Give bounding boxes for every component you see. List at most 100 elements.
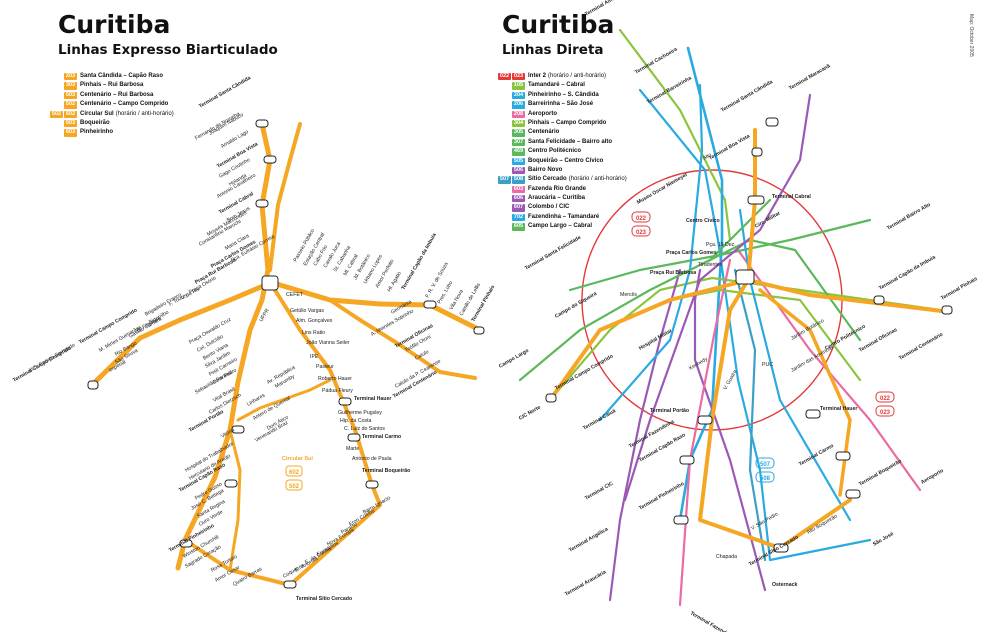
line-santa-candida-capao-raso bbox=[175, 121, 273, 571]
map-title: Curitiba bbox=[502, 10, 615, 39]
terminal-pinhais-marker bbox=[473, 326, 485, 335]
legend-item-label: Boqueirão – Centro Cívico bbox=[528, 157, 604, 164]
line-code-badge: 503 bbox=[64, 91, 77, 100]
circular-sul-badges: 602 502 bbox=[285, 465, 303, 491]
ring-badge-023: 023 bbox=[636, 230, 647, 236]
station-label: Antonio de Paula bbox=[352, 456, 392, 462]
line-603 bbox=[678, 258, 732, 607]
legend-item-label: Santa Cândida – Capão Raso bbox=[80, 73, 164, 79]
station-label: Coqueiros bbox=[282, 563, 306, 580]
line-code-badge: 606 bbox=[512, 195, 525, 203]
terminal-central-marker bbox=[261, 275, 279, 291]
station-label: Terminal Oficinas bbox=[858, 327, 898, 354]
legend-item-label: Circular Sul bbox=[80, 110, 114, 117]
line-code-badge: 503 bbox=[64, 119, 77, 128]
station-label: Terminal Fazenda Rio Grande bbox=[689, 611, 755, 632]
station-label: Terminal Boqueirão bbox=[362, 468, 410, 474]
station-label: Getúlio Vargas bbox=[290, 308, 324, 314]
station-label: Campo Largo bbox=[498, 348, 530, 370]
ring-badge-022: 022 bbox=[880, 396, 891, 402]
line-circular-sul bbox=[236, 378, 332, 422]
line-boqueirao bbox=[273, 288, 374, 487]
station-labels: Terminal Almirante Tamandaré Terminal Ca… bbox=[498, 0, 979, 632]
legend-item-label: Pinheirinho – S. Cândida bbox=[528, 91, 599, 98]
map-expresso-biarticulado: Curitiba Linhas Expresso Biarticulado 20… bbox=[0, 0, 496, 632]
circular-sul-label: Circular Sul bbox=[282, 456, 313, 462]
terminal-capao-imbuia-marker bbox=[423, 300, 437, 309]
legend-item-note: (horário / anti-horário) bbox=[568, 176, 627, 183]
line-206 bbox=[638, 88, 872, 562]
station-label: Terminal Cabral bbox=[772, 194, 811, 200]
station-label: PUC bbox=[762, 362, 773, 368]
terminal-boa-vista-marker bbox=[263, 155, 277, 164]
terminal-sitio-cercado-marker bbox=[283, 580, 297, 589]
line-orange-east bbox=[746, 278, 952, 314]
terminal-santa-candida-marker bbox=[765, 117, 779, 127]
line-code-badge: 605 bbox=[512, 223, 525, 231]
line-code-badge: 603 bbox=[512, 185, 525, 194]
legend-item-label: Centenário – Campo Comprido bbox=[80, 101, 169, 108]
legend-item-label: Boqueirão bbox=[80, 119, 110, 126]
terminal-boqueirao-marker bbox=[365, 480, 379, 489]
terminal-cabral-marker bbox=[747, 195, 765, 205]
line-code-badge: 303 bbox=[64, 82, 77, 90]
terminal-markers bbox=[545, 117, 953, 553]
legend-item-label: Santa Felicidade – Bairro alto bbox=[528, 138, 613, 145]
station-label: Hip. da Costa bbox=[340, 418, 372, 424]
line-code-badge: 502 bbox=[50, 110, 63, 118]
station-label: Praça Carlos Gomes bbox=[666, 250, 717, 256]
station-label: Terminal Santa Cândida bbox=[198, 75, 252, 110]
station-label: IPE bbox=[310, 354, 319, 360]
line-code-badge: 507 bbox=[498, 176, 511, 184]
legend-item-label: Inter 2 bbox=[528, 73, 547, 79]
station-label: Terminal Boqueirão bbox=[858, 458, 903, 487]
ring-badge-023: 023 bbox=[880, 410, 891, 416]
expresso-network: 602 502 Terminal Santa Cândida Joaquim N… bbox=[12, 75, 496, 602]
date-note: Map: October 2005 bbox=[968, 14, 974, 57]
circular-sul-badge-502: 502 bbox=[289, 484, 300, 490]
legend-item-label: Pinhais – Campo Comprido bbox=[528, 119, 607, 126]
terminal-boqueirao-marker bbox=[845, 489, 861, 499]
terminal-central-marker bbox=[735, 269, 755, 285]
direta-network: 022 023 022 023 507 508 Terminal Almiran… bbox=[498, 0, 979, 632]
terminal-pinhais-marker bbox=[941, 305, 953, 315]
station-label: Alto bbox=[702, 152, 713, 162]
station-label: Terminal Caiuá bbox=[582, 408, 617, 432]
station-label: Terminal Sítio Cercado bbox=[296, 596, 352, 602]
terminal-portao-marker bbox=[231, 425, 245, 434]
station-label: Terminal Hauer bbox=[820, 406, 857, 412]
station-label: Pádua Fleury bbox=[322, 388, 353, 394]
line-105 bbox=[618, 28, 732, 242]
line-code-badge: 508 bbox=[512, 176, 525, 184]
map-title: Curitiba bbox=[58, 10, 171, 39]
station-label: Terminal Pinhais bbox=[940, 276, 979, 302]
legend-item-label: Fazenda Rio Grande bbox=[528, 185, 587, 192]
terminal-capao-imbuia-marker bbox=[873, 295, 885, 305]
station-label: Roberto Hauer bbox=[318, 376, 352, 382]
line-607 bbox=[623, 93, 812, 502]
legend-item-label: Colombo / CIC bbox=[528, 204, 570, 211]
map-subtitle: Linhas Expresso Biarticulado bbox=[58, 42, 278, 58]
station-label: V. Guaíra bbox=[723, 369, 739, 391]
ring-badge-022: 022 bbox=[636, 216, 647, 222]
line-code-badge: 022 bbox=[498, 73, 511, 81]
station-label: Lins Ratio bbox=[302, 330, 325, 336]
line-code-badge: 502 bbox=[64, 101, 77, 109]
station-label: Praça Rui Barbosa bbox=[650, 270, 696, 276]
line-code-badge: 305 bbox=[512, 129, 525, 137]
